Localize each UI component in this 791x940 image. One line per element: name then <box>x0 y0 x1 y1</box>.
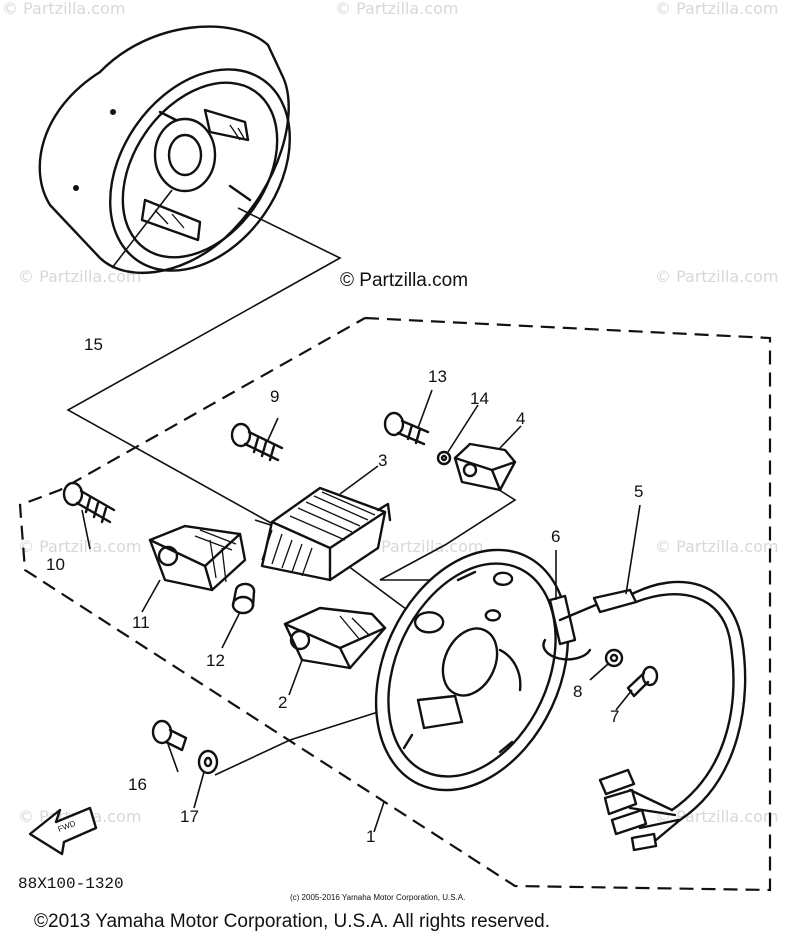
screw <box>62 481 116 524</box>
reference-line <box>214 711 379 776</box>
callout-9: 9 <box>270 387 279 406</box>
partzilla-watermark: © Partzilla.com <box>340 270 468 291</box>
callout-11: 11 <box>132 613 150 632</box>
reference-line <box>111 189 173 269</box>
screw <box>151 719 188 752</box>
callout-6: 6 <box>551 527 560 546</box>
callout-17: 17 <box>180 807 199 826</box>
callout-14: 14 <box>470 389 489 408</box>
watermark-text: © Partzilla.com <box>360 537 483 556</box>
watermark-text: © Partzilla.com <box>655 267 778 286</box>
watermark-text: © Partzilla.com <box>655 537 778 556</box>
reference-line <box>339 559 411 613</box>
stator-plate <box>374 548 570 792</box>
collar <box>231 582 256 615</box>
source-coil <box>148 524 247 592</box>
screw <box>383 411 430 446</box>
flywheel-rotor <box>38 25 291 275</box>
pulser-coil <box>283 606 387 670</box>
callout-13: 13 <box>428 367 447 386</box>
callout-3: 3 <box>378 451 387 470</box>
pulser-coil-small <box>453 442 517 492</box>
callout-10: 10 <box>46 555 65 574</box>
wire-harness <box>558 580 747 852</box>
watermark-text: © Partzilla.com <box>335 0 458 18</box>
screw <box>626 665 659 698</box>
callout-15: 15 <box>84 335 103 354</box>
callout-2: 2 <box>278 693 287 712</box>
washer <box>436 450 452 466</box>
callout-1: 1 <box>366 827 375 846</box>
callout-4: 4 <box>516 409 525 428</box>
small-copyright: (c) 2005-2016 Yamaha Motor Corporation, … <box>290 893 465 902</box>
callout-7: 7 <box>610 707 619 726</box>
footer-copyright: ©2013 Yamaha Motor Corporation, U.S.A. A… <box>34 911 550 932</box>
callout-numbers: 15 9 13 14 4 3 5 6 10 11 12 8 2 7 16 17 … <box>46 335 643 846</box>
callout-12: 12 <box>206 651 225 670</box>
callout-16: 16 <box>128 775 147 794</box>
watermark-text: © Partzilla.com <box>655 807 778 826</box>
diagram-code: 88X100-1320 <box>18 875 124 893</box>
watermark-text: © Partzilla.com <box>2 0 125 18</box>
callout-5: 5 <box>634 482 643 501</box>
callout-leaders <box>81 389 641 833</box>
callout-8: 8 <box>573 682 582 701</box>
watermark-text: © Partzilla.com <box>655 0 778 18</box>
watermark-text: © Partzilla.com <box>18 267 141 286</box>
washer <box>604 648 624 668</box>
reference-line <box>66 207 342 529</box>
watermark-text: © Partzilla.com <box>18 537 141 556</box>
assembly-boundary <box>18 316 772 892</box>
screw <box>230 422 284 462</box>
washer <box>197 749 219 775</box>
fwd-arrow-icon: FWD <box>28 806 98 856</box>
charge-coil <box>260 486 392 582</box>
